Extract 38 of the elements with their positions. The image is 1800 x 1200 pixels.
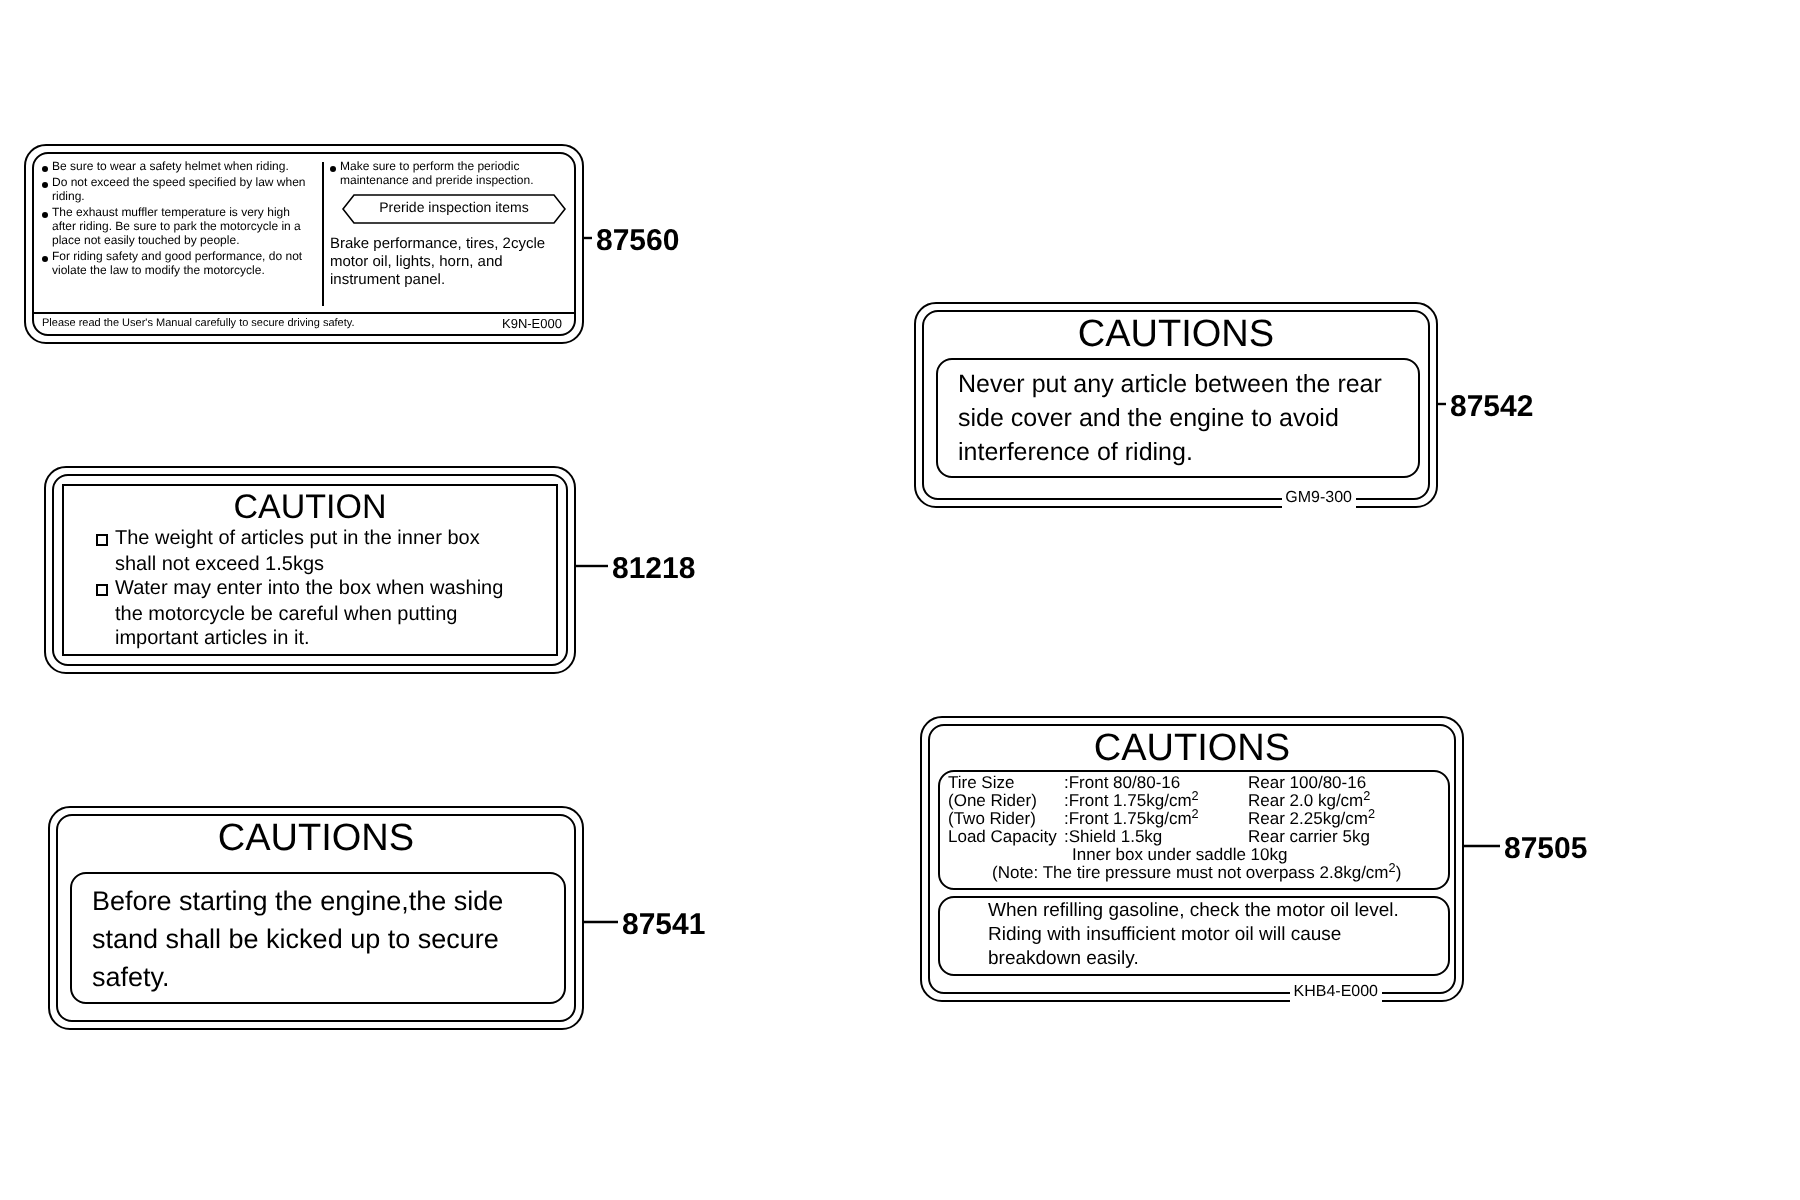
table-text: (Two Rider) [948,810,1038,828]
text-panel [938,896,1450,976]
table-text: :Front 1.75kg/cm$^{2}$ [1064,810,1201,828]
text-panel [936,358,1420,478]
table-text: (One Rider) [948,792,1039,810]
part-number: 81218 [612,552,696,586]
table-text: Rear 2.0 kg/cm$^{2}$ [1248,792,1371,810]
table-text: :Front 80/80-16 [1064,774,1183,792]
part-number: 87560 [596,224,680,258]
table-text: :Front 1.75kg/cm$^{2}$ [1064,792,1201,810]
part-number: 87505 [1504,832,1588,866]
warning-text: Before starting the engine,the side stand shall be kicked up to secure safety. [92,883,506,995]
text-panel [70,872,566,1004]
label-title: CAUTIONS [1091,728,1293,772]
warning-text: The weight of articles put in the inner box shall not exceed 1.5kgs [115,528,482,578]
table-text: Rear 100/80-16 [1248,774,1367,792]
label-title: CAUTIONS [1075,314,1277,358]
warning-text: Never put any article between the rear side cover and the engine to avoid interference of riding. [958,367,1384,469]
table-text: :Shield 1.5kg [1064,828,1163,846]
table-text: Inner box under saddle 10kg [1070,846,1290,864]
leader-line [1464,844,1500,848]
leader-line [584,920,618,924]
label-title: CAUTION [233,488,387,528]
table-text: Load Capacity [948,828,1059,846]
text-panel [938,770,1450,890]
leader-line [576,564,608,568]
part-number: 87541 [622,908,706,942]
hexagon-tag [342,194,566,224]
part-number: 87542 [1450,390,1534,424]
warning-text: Water may enter into the box when washing the motorcycle be careful when putting important articles in it. [115,578,506,653]
table-text: Rear 2.25kg/cm$^{2}$ [1248,810,1378,828]
warning-text: When refilling gasoline, check the motor oil level. Riding with insufficient motor oil will cause breakdown easily. [986,900,1401,972]
table-text: Rear carrier 5kg [1248,828,1372,846]
label-code: KHB4-E000 [1289,982,1382,1002]
label-code: GM9-300 [1281,488,1356,508]
table-text: Tire Size [948,774,1017,792]
note-text: (Note: The tire pressure must not overpass 2.8kg/cm$^{2}$) [990,864,1404,882]
label-title: CAUTIONS [215,818,417,862]
